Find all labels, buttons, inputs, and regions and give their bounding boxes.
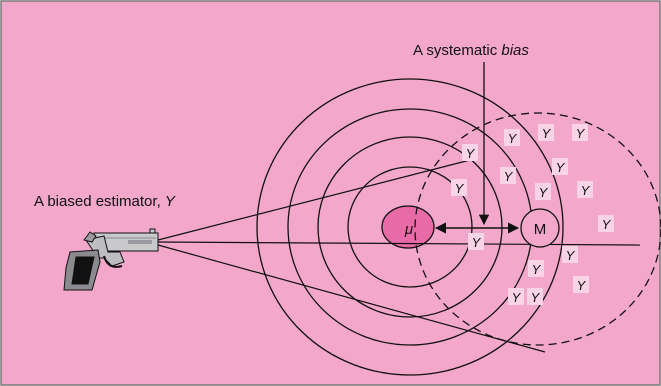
sample-y: Y [532,262,542,277]
sample-y: Y [531,290,541,305]
sample-y: Y [455,181,465,196]
bias-caption: A systematic bias [413,42,529,59]
bias-caption-prefix: A systematic [413,42,501,59]
bias-caption-word: bias [501,42,529,59]
sample-y: Y [466,146,476,161]
sample-y: Y [577,278,587,293]
sample-y: Y [576,126,586,141]
estimator-caption-var: Y [165,193,176,210]
sample-y: Y [539,185,549,200]
estimator-caption-prefix: A biased estimator, [34,193,165,210]
sample-y: Y [581,183,591,198]
sample-y: Y [566,248,576,263]
sample-y: Y [542,126,552,141]
true-mean-label: μ [404,221,413,238]
sample-y: Y [602,217,612,232]
sample-y: Y [512,290,522,305]
sample-y: Y [556,160,566,175]
sample-y: Y [472,235,482,250]
sample-y: Y [508,131,518,146]
sample-y: Y [504,169,514,184]
estimator-caption: A biased estimator, Y [34,193,176,210]
estimator-mean-label: M [534,221,547,238]
